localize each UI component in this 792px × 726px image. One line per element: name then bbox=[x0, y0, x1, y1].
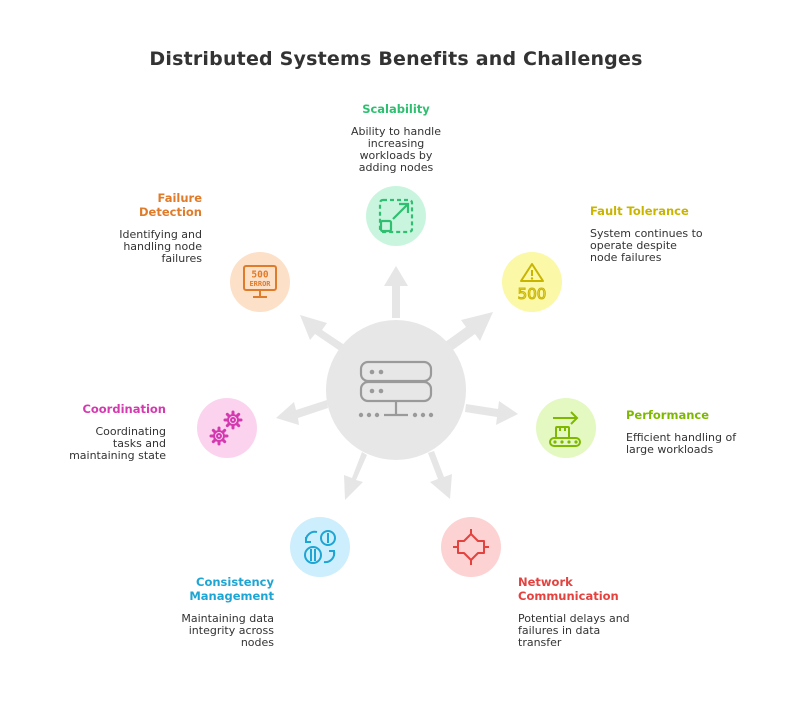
coordination-description: Coordinating tasks and maintaining state bbox=[69, 425, 166, 462]
server-stack-icon bbox=[358, 360, 434, 418]
failure-detection-heading: Failure Detection bbox=[139, 191, 202, 219]
warning-500-icon: 500 bbox=[517, 263, 547, 304]
fault-tolerance-node: 500 bbox=[502, 252, 562, 312]
coordination-node bbox=[197, 398, 257, 458]
coordination-label: Coordination Coordinating tasks and main… bbox=[46, 402, 166, 462]
monitor-code-text: 500 bbox=[251, 270, 268, 281]
consistency-management-heading: Consistency Management bbox=[189, 575, 274, 603]
scalability-heading: Scalability bbox=[362, 102, 430, 116]
network-communication-label: Network Communication Potential delays a… bbox=[518, 575, 638, 649]
diagram-title: Distributed Systems Benefits and Challen… bbox=[149, 48, 643, 70]
performance-description: Efficient handling of large workloads bbox=[626, 431, 737, 456]
performance-heading: Performance bbox=[626, 408, 710, 422]
scalability-description: Ability to handle increasing workloads b… bbox=[350, 125, 442, 174]
failure-detection-node: 500 ERROR bbox=[230, 252, 290, 312]
failure-detection-label: Failure Detection Identifying and handli… bbox=[82, 191, 202, 265]
arrow-to-scalability bbox=[384, 266, 408, 318]
consistency-management-description: Maintaining data integrity across nodes bbox=[181, 612, 274, 649]
arrow-to-consistency-management bbox=[344, 452, 367, 500]
fault-tolerance-heading: Fault Tolerance bbox=[590, 204, 689, 218]
scalability-label: Scalability Ability to handle increasing… bbox=[321, 102, 471, 174]
central-hub bbox=[326, 320, 466, 460]
consistency-management-label: Consistency Management Maintaining data … bbox=[154, 575, 274, 649]
fault-tolerance-label: Fault Tolerance System continues to oper… bbox=[590, 204, 720, 264]
performance-label: Performance Efficient handling of large … bbox=[626, 408, 756, 456]
conveyor-icon bbox=[549, 411, 581, 447]
network-communication-description: Potential delays and failures in data tr… bbox=[518, 612, 630, 649]
arrow-to-failure-detection bbox=[300, 315, 346, 351]
arrow-to-coordination bbox=[276, 400, 328, 425]
network-communication-heading: Network Communication bbox=[518, 575, 619, 603]
error-monitor-icon: 500 ERROR bbox=[243, 265, 277, 298]
failure-detection-description: Identifying and handling node failures bbox=[119, 228, 202, 265]
arrow-to-fault-tolerance bbox=[441, 312, 493, 352]
consistency-management-node bbox=[290, 517, 350, 577]
network-communication-node bbox=[441, 517, 501, 577]
coordination-heading: Coordination bbox=[82, 402, 166, 416]
monitor-word-text: ERROR bbox=[249, 280, 271, 288]
currency-exchange-icon bbox=[304, 530, 336, 564]
performance-node bbox=[536, 398, 596, 458]
expand-arrow-icon bbox=[378, 198, 414, 234]
network-chip-icon bbox=[453, 529, 489, 565]
arrow-to-network-communication bbox=[428, 451, 452, 499]
fault-tolerance-description: System continues to operate despite node… bbox=[590, 227, 703, 264]
fault-code-text: 500 bbox=[518, 285, 547, 303]
arrow-to-performance bbox=[465, 401, 518, 425]
scalability-node bbox=[366, 186, 426, 246]
gears-icon bbox=[209, 410, 243, 446]
